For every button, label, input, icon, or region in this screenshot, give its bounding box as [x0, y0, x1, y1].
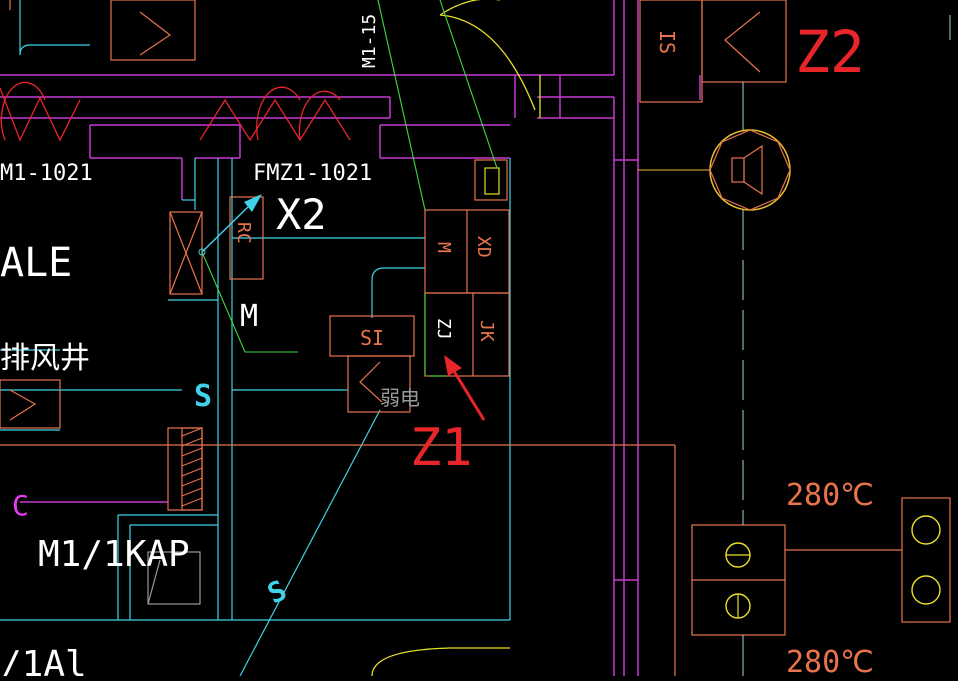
duct-lines [0, 0, 511, 677]
label-c-mark: C [12, 489, 29, 522]
swing-arcs [0, 81, 351, 142]
wall-lines [0, 0, 701, 676]
label-exhaust-shaft: 排风井 [0, 341, 90, 376]
hatch-pattern [181, 427, 203, 507]
leader-lines [201, 0, 498, 377]
equip-zj: ZJ [433, 318, 454, 340]
label-door-right: FMZ1-1021 [253, 161, 372, 186]
equip-jk: JK [476, 320, 497, 342]
label-temp-upper: 280℃ [786, 478, 874, 513]
inset-box [147, 551, 201, 605]
red-pointer-arrow [444, 355, 486, 421]
exhaust-fan-icon [709, 129, 791, 211]
label-z1: Z1 [410, 418, 473, 478]
center-lines [742, 15, 951, 676]
equip-is: IS [655, 30, 679, 54]
label-door-left: M1-1021 [0, 161, 93, 186]
equip-xd: XD [473, 236, 494, 258]
label-s-lower: S [262, 573, 291, 610]
equip-si: SI [360, 326, 384, 350]
label-x2: X2 [276, 190, 327, 239]
label-top-rotated: M1-15 [359, 14, 380, 68]
label-z2: Z2 [795, 18, 865, 86]
label-temp-lower: 280℃ [786, 645, 874, 676]
damper-icons [725, 515, 941, 619]
label-door-bottom: /1Al [0, 644, 87, 676]
callout-arrow-x2 [198, 194, 262, 256]
label-m-tag: M [240, 299, 258, 334]
label-s-upper: S [194, 379, 212, 414]
door-swings [371, 0, 541, 677]
equip-rc: RC [233, 222, 254, 244]
label-door-kap: M1/1KAP [38, 534, 190, 575]
equip-m: M [433, 242, 454, 253]
label-weak-current: 弱电 [380, 386, 420, 410]
label-ale: ALE [0, 240, 72, 286]
